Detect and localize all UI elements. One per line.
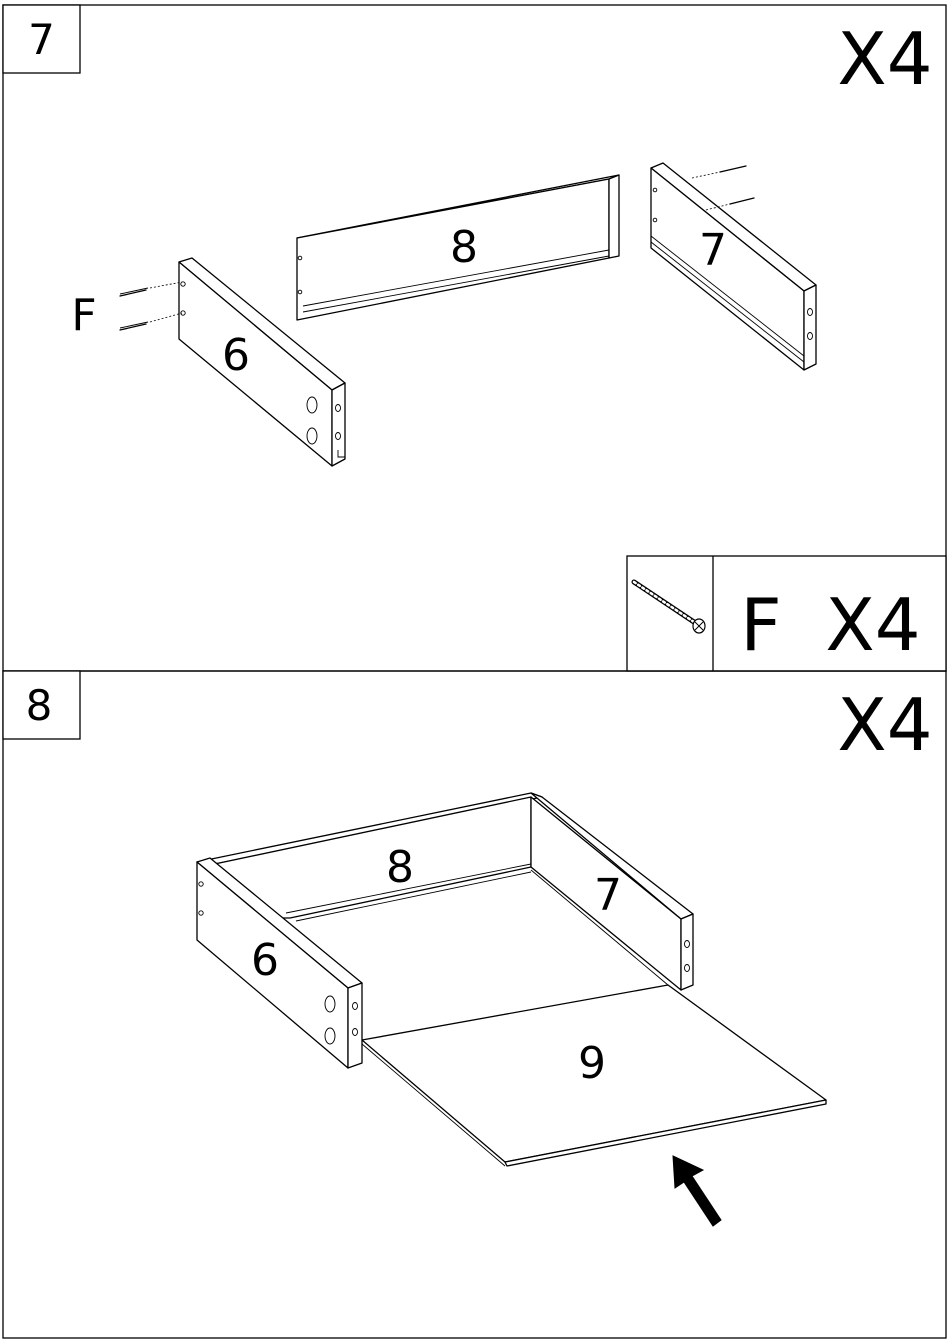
step-8-quantity: X4 <box>837 683 932 767</box>
step-8-panel: 8 X4 <box>3 671 946 1338</box>
drawer-back-label: 8 <box>386 842 414 893</box>
panel-6-label: 6 <box>222 330 250 381</box>
step-7-quantity: X4 <box>837 17 932 101</box>
panel-8: 8 <box>297 175 619 320</box>
screw-pair-left: F <box>71 282 182 341</box>
drawer-left-label: 6 <box>251 935 279 986</box>
step-8-number: 8 <box>26 681 53 730</box>
drawer-right-label: 7 <box>594 870 622 921</box>
hardware-quantity: X4 <box>825 583 920 667</box>
panel-8-label: 8 <box>450 222 478 273</box>
panel-7-label: 7 <box>699 225 727 276</box>
screw-f-label: F <box>71 290 96 341</box>
hardware-letter: F <box>740 583 781 667</box>
hardware-box: F X4 <box>627 556 946 671</box>
insert-arrow-icon <box>673 1156 721 1226</box>
step-8-frame <box>3 671 946 1338</box>
step-7-panel: 7 X4 6 F <box>3 5 946 671</box>
panel-7: 7 <box>651 163 816 370</box>
step-7-number: 7 <box>28 15 55 64</box>
drawer-box: 8 7 6 9 <box>197 793 826 1166</box>
drawer-bottom-label: 9 <box>578 1038 606 1089</box>
